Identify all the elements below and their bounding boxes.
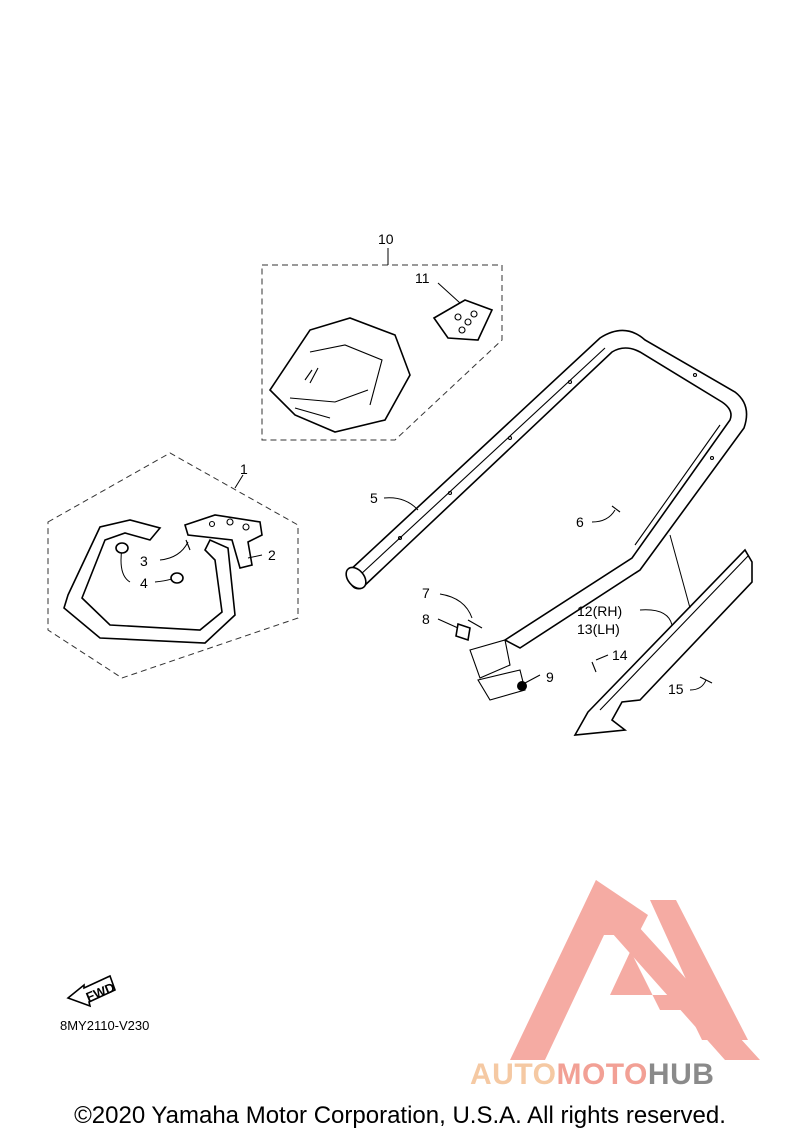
callout-15: 15 <box>668 681 684 697</box>
part-5-rail <box>345 329 748 649</box>
part-group-10 <box>261 248 503 441</box>
part-6-screw <box>591 505 621 523</box>
part-group-1 <box>47 452 299 679</box>
watermark-text: AUTOMOTOHUB <box>470 1058 714 1092</box>
copyright-footer: ©2020 Yamaha Motor Corporation, U.S.A. A… <box>74 1102 726 1129</box>
callout-1: 1 <box>240 461 248 477</box>
callout-14: 14 <box>612 647 628 663</box>
callout-11: 11 <box>415 270 430 286</box>
fwd-arrow-icon: FWD <box>66 974 117 1008</box>
fwd-label: FWD <box>84 980 117 1005</box>
callout-labels: 10 11 1 2 3 4 5 6 7 8 9 12(RH) 13(LH) 14… <box>140 231 684 697</box>
callout-5: 5 <box>370 490 378 506</box>
callout-10: 10 <box>378 231 394 247</box>
part-12-13-side-cover <box>573 534 753 736</box>
callout-13: 13(LH) <box>577 621 620 637</box>
callout-9: 9 <box>546 669 554 685</box>
callout-3: 3 <box>140 553 148 569</box>
callout-6: 6 <box>576 514 584 530</box>
watermark-text-moto: MOTO <box>556 1058 648 1091</box>
fasteners-7-8-9 <box>437 593 541 701</box>
callout-4: 4 <box>140 575 148 591</box>
watermark-logo-icon <box>510 880 760 1060</box>
drawing-code: 8MY2110-V230 <box>60 1018 149 1033</box>
watermark-text-hub: HUB <box>647 1058 715 1091</box>
callout-2: 2 <box>268 547 276 563</box>
callout-12: 12(RH) <box>577 603 622 619</box>
callout-7: 7 <box>422 585 430 601</box>
callout-8: 8 <box>422 611 430 627</box>
watermark-text-auto: AUTO <box>470 1058 557 1091</box>
